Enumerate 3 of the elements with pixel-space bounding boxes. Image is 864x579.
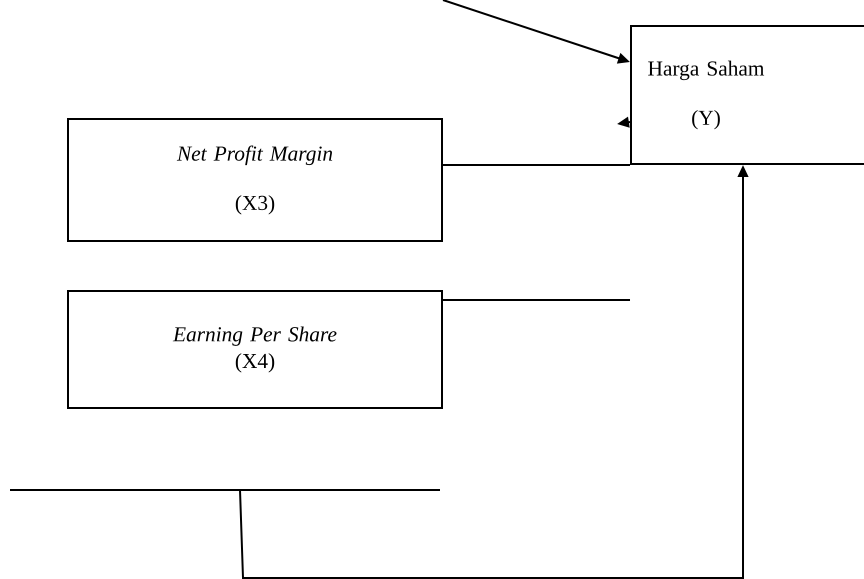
variable-box: Harga Saham (Y) bbox=[630, 25, 864, 165]
variable-box: Net Profit Margin (X3) bbox=[67, 118, 443, 242]
variable-box: Earning Per Share (X4) bbox=[67, 290, 443, 409]
